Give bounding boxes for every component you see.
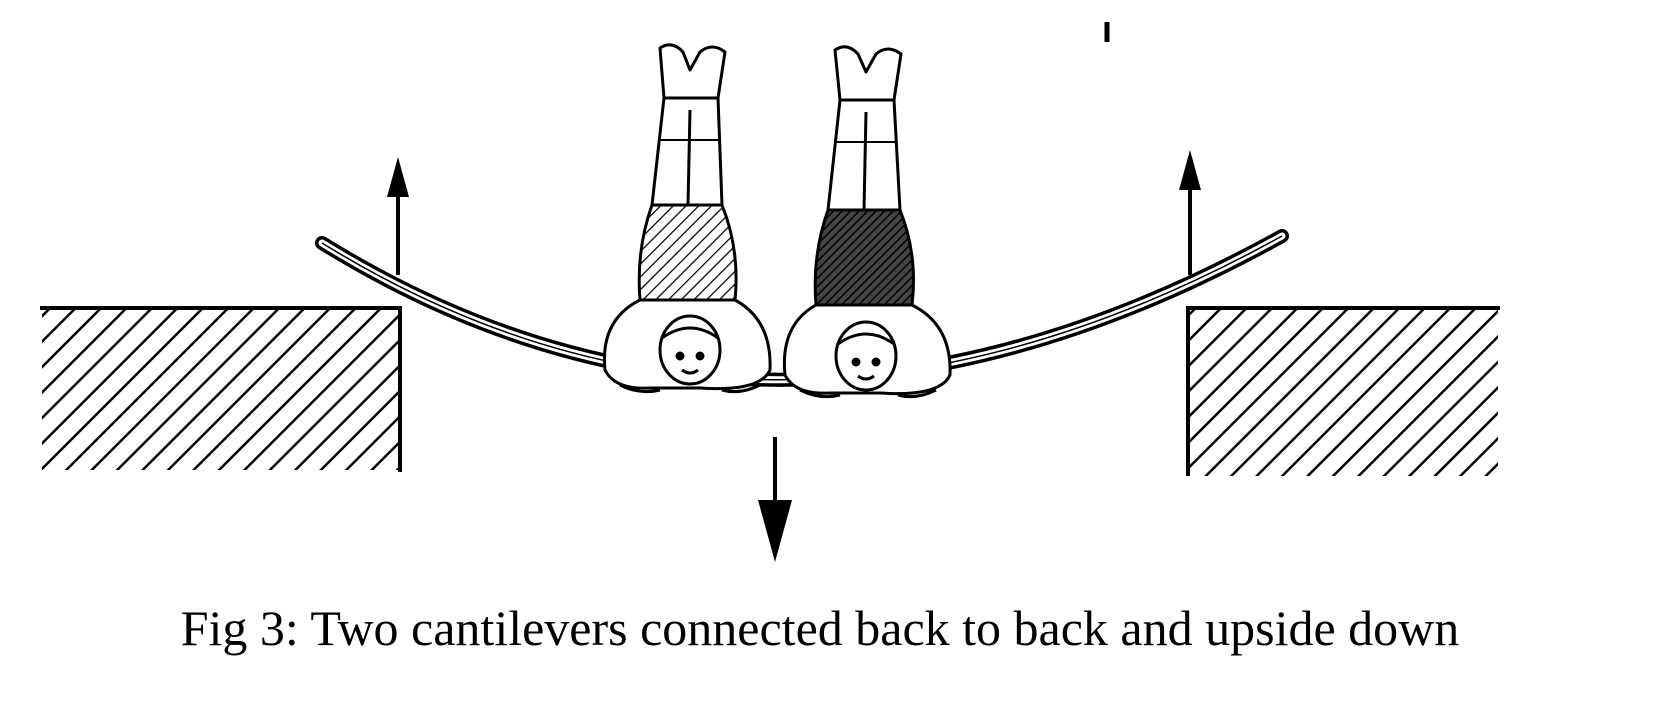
upward-reaction-left	[387, 157, 409, 275]
left-support	[40, 306, 402, 472]
right-person	[782, 45, 952, 399]
cantilever-diagram	[40, 22, 1500, 562]
upward-reaction-right	[1179, 150, 1201, 275]
right-support	[1186, 306, 1500, 476]
downward-load-center	[758, 437, 792, 562]
left-person	[602, 43, 772, 394]
figure-caption: Fig 3: Two cantilevers connected back to…	[180, 600, 1460, 656]
